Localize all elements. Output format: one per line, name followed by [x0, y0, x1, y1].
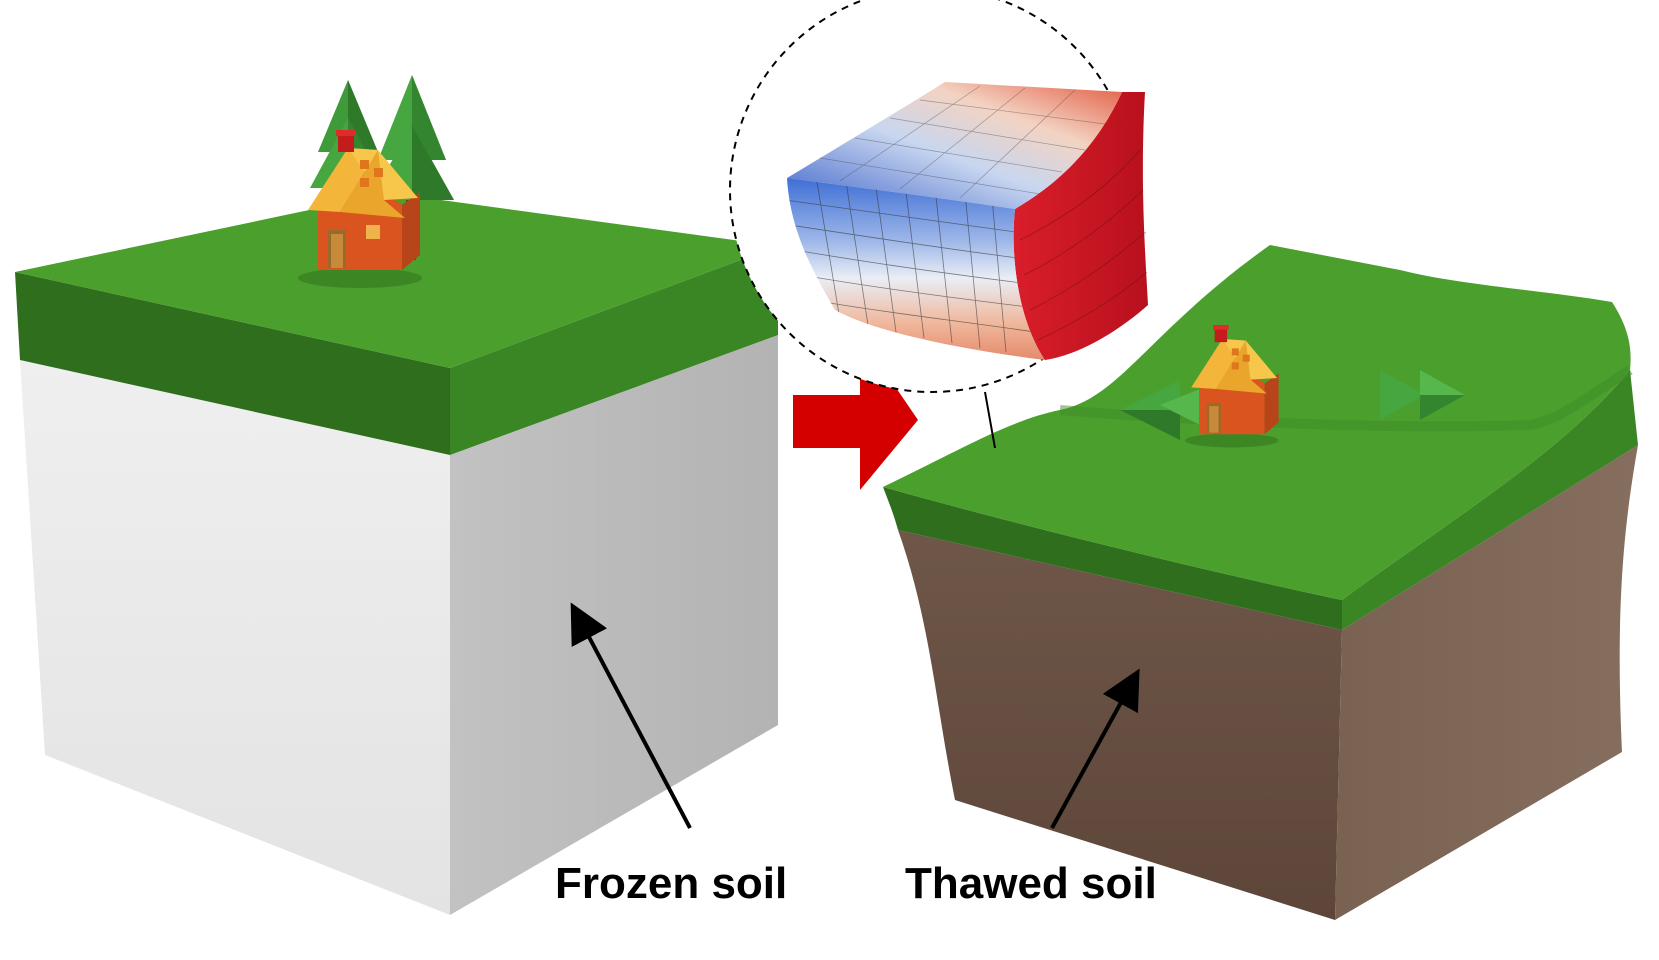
- frozen-block-side-face: [450, 335, 778, 915]
- frozen-grass-side: [450, 246, 778, 455]
- frozen-block-front-face: [20, 360, 450, 915]
- frozen-pointer-arrow: [570, 602, 692, 829]
- arrow-right-icon: [793, 335, 918, 490]
- thawed-pointer-arrow: [1050, 668, 1140, 829]
- frozen-soil-label: Frozen soil: [555, 859, 788, 908]
- frozen-grass-front: [15, 272, 450, 455]
- thawed-grass-side: [1342, 370, 1638, 630]
- zoom-inset: [729, 0, 1148, 449]
- thawed-soil-block: [883, 245, 1638, 920]
- thawed-soil-label: Thawed soil: [905, 859, 1157, 908]
- thawed-block-front-face: [898, 530, 1342, 920]
- house-icon: [298, 75, 454, 288]
- tree-icon: [1380, 370, 1465, 420]
- thawed-block-side-face: [1335, 445, 1638, 920]
- mesh-element-icon: [787, 82, 1148, 360]
- frozen-soil-block: [15, 193, 778, 915]
- house-icon: [1185, 325, 1279, 448]
- zoom-leader-line: [984, 391, 996, 449]
- tree-icon: [1120, 380, 1210, 440]
- thawed-grass-front: [883, 487, 1342, 630]
